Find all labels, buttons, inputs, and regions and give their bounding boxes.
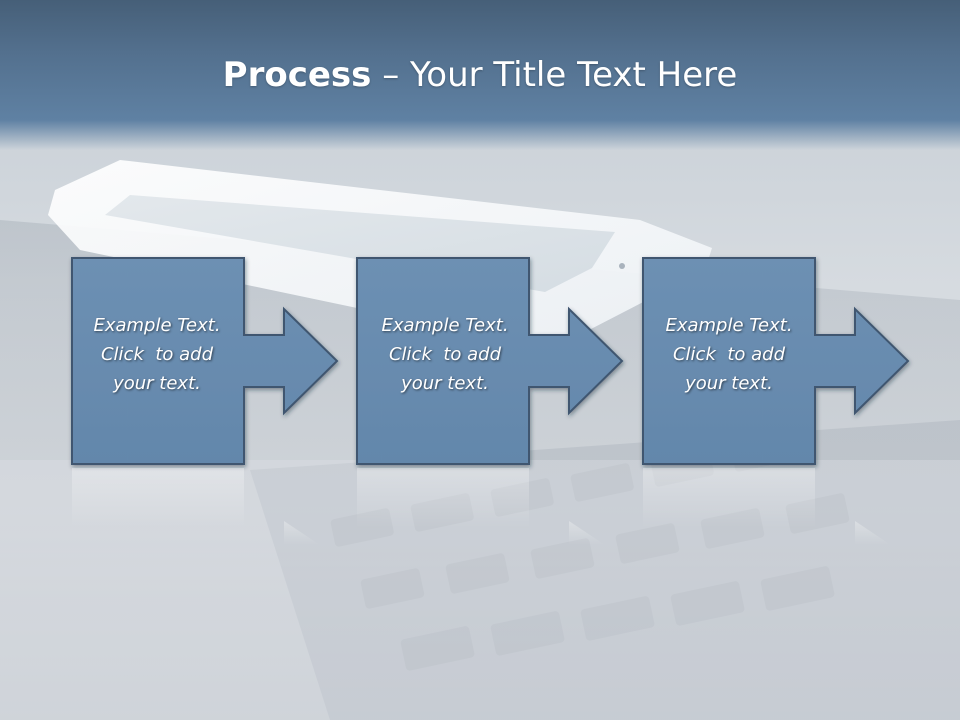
title-band [0,0,960,150]
step-text-line: Example Text. [665,315,793,336]
step-1-text[interactable]: Example Text. Click to add your text. [71,311,243,398]
step-text-line: Click to add [100,344,213,365]
process-step-3[interactable] [642,257,910,465]
process-step-1[interactable] [71,257,339,465]
right-arrow-icon [642,257,910,465]
title-bold: Process [222,55,372,95]
right-arrow-icon [71,257,339,465]
step-3-text[interactable]: Example Text. Click to add your text. [643,311,815,398]
step-text-line: Click to add [672,344,785,365]
step-text-line: your text. [685,373,773,394]
step-text-line: Click to add [388,344,501,365]
title-text: Your Title Text Here [410,55,738,95]
shape-reflection [72,468,891,545]
process-step-2[interactable] [356,257,624,465]
title-dash: – [371,55,411,95]
step-text-line: your text. [113,373,201,394]
step-text-line: Example Text. [93,315,221,336]
step-2-text[interactable]: Example Text. Click to add your text. [359,311,531,398]
step-text-line: your text. [401,373,489,394]
slide-title[interactable]: Process – Your Title Text Here [0,55,960,95]
step-text-line: Example Text. [381,315,509,336]
right-arrow-icon [356,257,624,465]
